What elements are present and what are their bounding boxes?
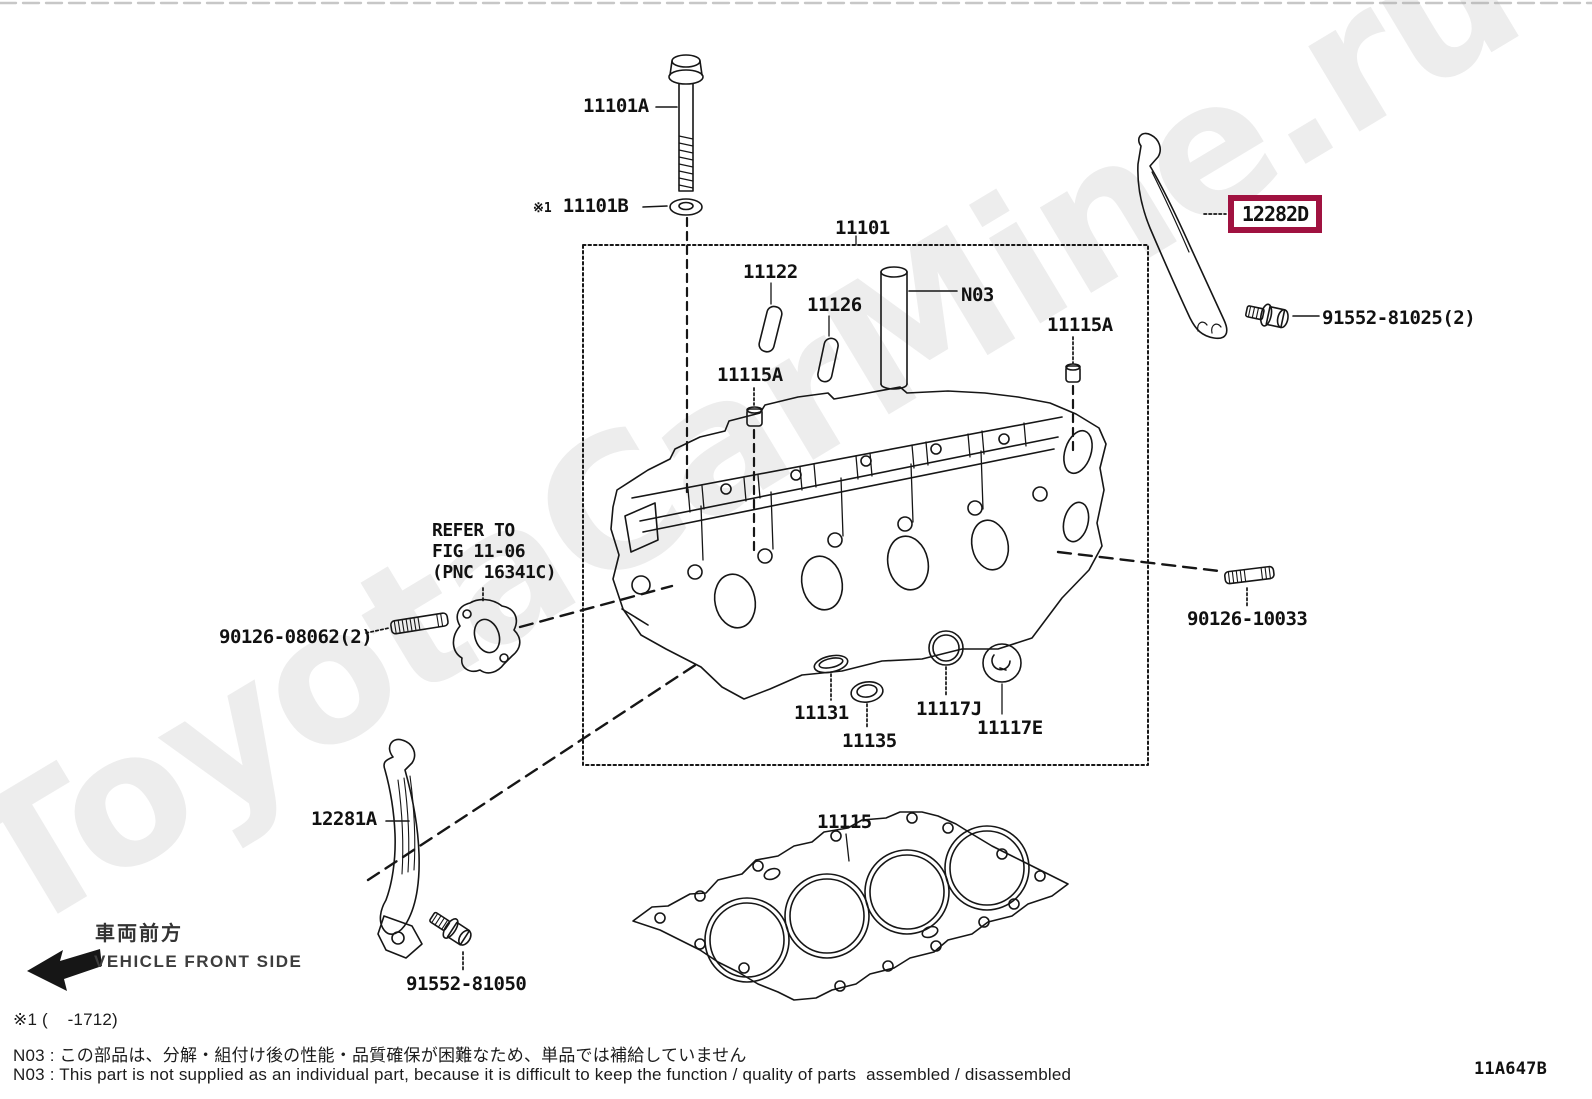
part-label-11101B-text: 11101B (562, 195, 629, 217)
bolt-rear-drawing (1245, 303, 1289, 329)
n03-pin-drawing (880, 266, 908, 390)
part-label-91552-81050[interactable]: 91552-81050 (406, 973, 527, 995)
part-label-11101B[interactable]: ※1 11101B (533, 195, 629, 217)
part-label-12282D-highlighted[interactable]: 12282D (1228, 195, 1322, 233)
footnote-ref: ※1 ( -1712) (13, 1010, 118, 1029)
cylinder-head-drawing (610, 386, 1107, 700)
part-label-12282D-text: 12282D (1241, 202, 1309, 226)
assembly-box (582, 244, 1149, 766)
engine-hanger-rear-drawing (1137, 132, 1228, 340)
refer-note-line1: REFER TO (432, 520, 515, 541)
part-label-11126[interactable]: 11126 (807, 294, 862, 316)
refer-note-line2: FIG 11-06 (432, 541, 526, 562)
leader-lines-dashed-long (366, 550, 1221, 882)
seal-ring-drawing (850, 681, 884, 703)
oring-drawing (928, 630, 964, 666)
part-label-11101A[interactable]: 11101A (583, 95, 649, 117)
part-label-11117E[interactable]: 11117E (977, 717, 1043, 739)
vehicle-front-label-jp: 車両前方 (95, 921, 183, 945)
footnote-en: N03 : This part is not supplied as an in… (13, 1065, 1072, 1084)
part-label-91552-81025[interactable]: 91552-81025(2) (1322, 307, 1476, 329)
part-label-90126-08062[interactable]: 90126-08062(2) (219, 626, 373, 648)
stud-right-drawing (1223, 565, 1275, 585)
part-label-11115A-right[interactable]: 11115A (1047, 314, 1113, 336)
valve-guide-11126-drawing (817, 337, 839, 383)
part-label-11131[interactable]: 11131 (794, 702, 849, 724)
washer-drawing (669, 198, 703, 216)
vehicle-front-label-en: VEHICLE FRONT SIDE (94, 952, 303, 971)
part-label-11117J[interactable]: 11117J (916, 698, 982, 720)
part-label-12281A[interactable]: 12281A (311, 808, 377, 830)
footnote-jp: N03 : この部品は、分解・組付け後の性能・品質確保が困難なため、単品では補給… (13, 1046, 747, 1065)
leader-lines-solid (385, 106, 1320, 862)
bolt-front-drawing (429, 911, 472, 946)
leader-lines-dotted (365, 213, 1248, 971)
cap-plug-drawing (982, 643, 1022, 683)
head-bolt-drawing (668, 54, 704, 192)
engine-hanger-front-drawing (377, 738, 423, 959)
refer-note-line3: (PNC 16341C) (432, 562, 557, 583)
part-label-11115[interactable]: 11115 (817, 811, 872, 833)
part-label-11135[interactable]: 11135 (842, 730, 897, 752)
note-ref-mark: ※1 (533, 201, 552, 216)
leader-lines-dashed-vertical (685, 216, 1075, 558)
stud-left-drawing (390, 612, 449, 635)
part-label-11101[interactable]: 11101 (835, 217, 890, 239)
plate-drawing (813, 654, 849, 674)
part-label-11115A-left[interactable]: 11115A (717, 364, 783, 386)
drawing-code: 11A647B (1474, 1059, 1548, 1079)
part-label-N03: N03 (961, 284, 994, 306)
part-label-11122[interactable]: 11122 (743, 261, 798, 283)
vehicle-front-arrow (27, 949, 102, 991)
part-label-90126-10033[interactable]: 90126-10033 (1187, 608, 1308, 630)
head-gasket-drawing (632, 811, 1069, 1001)
refer-note[interactable]: REFER TO FIG 11-06 (PNC 16341C) (432, 520, 557, 583)
water-outlet-gasket-drawing (452, 598, 521, 674)
valve-guide-11122-drawing (758, 305, 783, 353)
plug-right-drawing (1065, 363, 1081, 383)
